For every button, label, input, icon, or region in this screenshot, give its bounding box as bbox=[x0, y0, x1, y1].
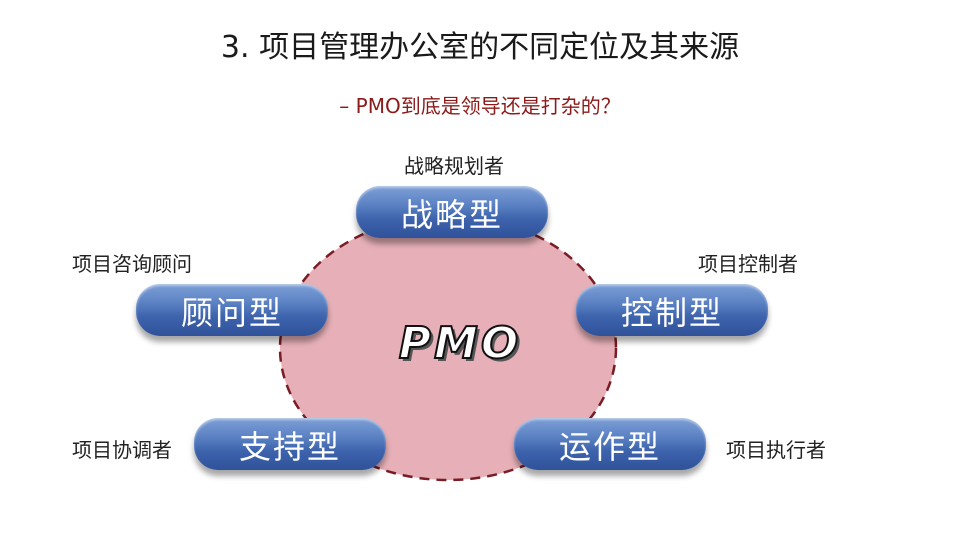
pmo-center-label: PMO bbox=[398, 317, 522, 370]
advisory-role-label: 项目咨询顾问 bbox=[72, 252, 192, 276]
support-role-label: 项目协调者 bbox=[72, 438, 172, 462]
strategic-type-pill: 战略型 bbox=[356, 186, 548, 238]
support-type-pill: 支持型 bbox=[194, 418, 386, 470]
slide-subtitle: – PMO到底是领导还是打杂的？ bbox=[339, 94, 621, 118]
control-type-pill: 控制型 bbox=[576, 284, 768, 336]
operational-role-label: 项目执行者 bbox=[726, 438, 826, 462]
advisory-type-pill: 顾问型 bbox=[136, 284, 328, 336]
slide-title: 3. 项目管理办公室的不同定位及其来源 bbox=[220, 30, 740, 65]
operational-type-pill: 运作型 bbox=[514, 418, 706, 470]
strategic-role-label: 战略规划者 bbox=[404, 154, 504, 178]
control-role-label: 项目控制者 bbox=[698, 252, 798, 276]
pmo-circle bbox=[278, 214, 618, 482]
